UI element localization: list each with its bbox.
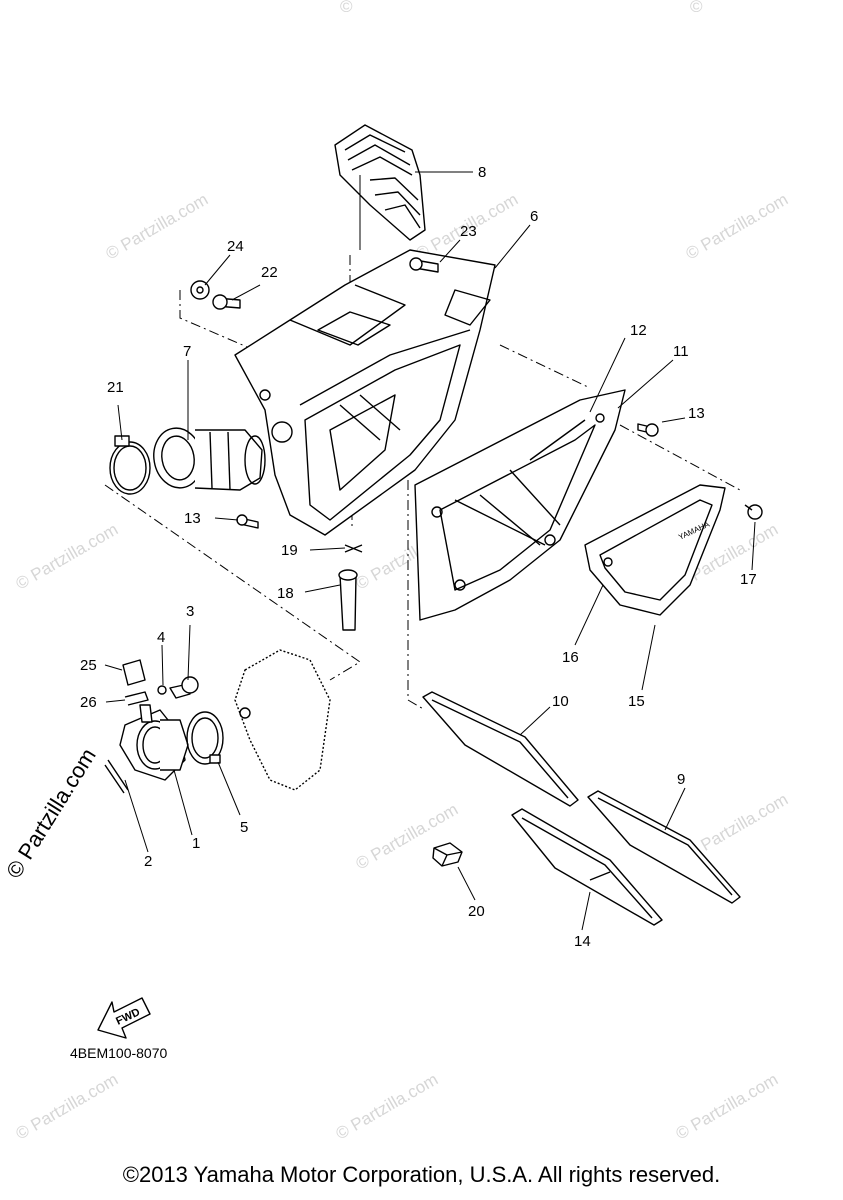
callout-21: 21: [107, 379, 124, 396]
callout-26: 26: [80, 694, 97, 711]
callout-10: 10: [552, 693, 569, 710]
callouts: 8 23 6 24 22 7 21 12 11 13 13 19 18 17 1…: [80, 164, 757, 950]
leader-lines: [104, 171, 756, 931]
callout-11: 11: [673, 343, 689, 360]
callout-18: 18: [277, 585, 294, 602]
callout-2: 2: [144, 853, 152, 870]
clamp-part-21: [109, 435, 151, 495]
callout-1: 1: [192, 835, 200, 852]
callout-20: 20: [468, 903, 485, 920]
callout-9: 9: [677, 771, 685, 788]
callout-24: 24: [227, 238, 244, 255]
intake-boot-part-7: [153, 427, 266, 491]
callout-19: 19: [281, 542, 298, 559]
callout-13: 13: [688, 405, 705, 422]
callout-17: 17: [740, 571, 757, 588]
callout-3: 3: [186, 603, 194, 620]
callout-6: 6: [530, 208, 538, 225]
watermark: © Partzilla.com: [673, 1070, 782, 1144]
airbox-part-6: [234, 249, 496, 536]
watermark-corner: ©: [340, 0, 353, 16]
duct-part-8: [334, 124, 426, 241]
copyright-notice: ©2013 Yamaha Motor Corporation, U.S.A. A…: [122, 1162, 721, 1187]
callout-7: 7: [183, 343, 191, 360]
watermark-corner: ©: [690, 0, 703, 16]
callout-25: 25: [80, 657, 97, 674]
carb-joint-group: [104, 649, 331, 794]
watermark: © Partzilla.com: [333, 1070, 442, 1144]
clip-part-19: [344, 544, 363, 553]
callout-5: 5: [240, 819, 248, 836]
fwd-arrow: FWD: [97, 997, 151, 1039]
watermark: © Partzilla.com: [13, 520, 122, 594]
filter-frame-part-11-12: [414, 389, 626, 621]
bolts: [169, 257, 763, 699]
watermark: © Partzilla.com: [103, 190, 212, 264]
watermark: © Partzilla.com: [13, 1070, 122, 1144]
cover-part-15-16: YAMAHA: [584, 484, 726, 616]
block-part-20: [432, 842, 463, 867]
callout-12: 12: [630, 322, 647, 339]
callout-16: 16: [562, 649, 579, 666]
callout-4: 4: [157, 629, 165, 646]
callout-8: 8: [478, 164, 486, 181]
callout-22: 22: [261, 264, 278, 281]
callout-15: 15: [628, 693, 645, 710]
callout-23: 23: [460, 223, 477, 240]
tube-part-18: [338, 569, 358, 631]
callout-14: 14: [574, 933, 591, 950]
watermark: © Partzilla.com: [683, 190, 792, 264]
callout-13b: 13: [184, 510, 201, 527]
watermark-bold: © Partzilla.com: [1, 744, 101, 883]
diagram-code: 4BEM100-8070: [70, 1045, 168, 1061]
filter-sheets: [422, 691, 741, 926]
